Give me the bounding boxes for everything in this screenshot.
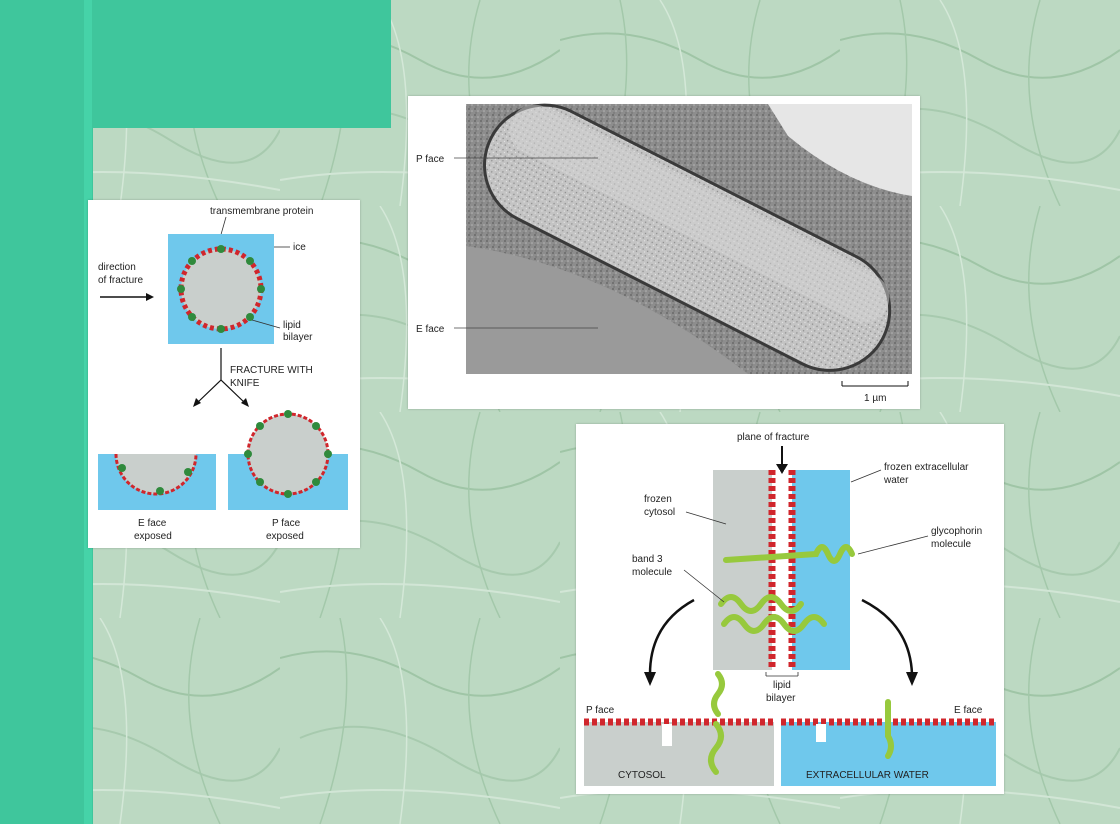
- label-glycophorin-2: molecule: [931, 539, 971, 550]
- frozen-cytosol-block: [713, 470, 772, 670]
- arrow-left-curve: [648, 598, 695, 675]
- accent-bar-left: [0, 0, 93, 824]
- label-scale-bar: 1 µm: [864, 393, 886, 404]
- label-lipid-bilayer-2: bilayer: [766, 693, 796, 704]
- label-ice: ice: [293, 242, 306, 253]
- membrane-proteins: [177, 245, 265, 333]
- freeze-fracture-micrograph: P face E face 1 µm: [416, 103, 912, 404]
- e-face-membrane: [114, 453, 198, 496]
- label-band3-1: band 3: [632, 554, 663, 565]
- cytosol-slab: [584, 722, 774, 786]
- label-p-face-2: exposed: [266, 531, 304, 542]
- label-fracture-2: KNIFE: [230, 378, 260, 389]
- label-e-face-1: E face: [138, 518, 167, 529]
- glycophorin-molecule: [723, 544, 855, 564]
- label-p-face: P face: [416, 154, 445, 165]
- label-direction-1: direction: [98, 262, 136, 273]
- label-e-face: E face: [954, 705, 983, 716]
- label-lipid-2: bilayer: [283, 332, 313, 343]
- glycophorin-diagram-panel: plane of fracture frozen extracellular w…: [576, 424, 1004, 794]
- accent-block-top: [93, 0, 391, 128]
- label-band3-2: molecule: [632, 567, 672, 578]
- label-frozen-cytosol-1: frozen: [644, 494, 672, 505]
- micrograph-panel: P face E face 1 µm: [408, 96, 920, 409]
- label-lipid-bilayer-1: lipid: [773, 680, 791, 691]
- label-direction-2: of fracture: [98, 275, 143, 286]
- label-extracellular-water: EXTRACELLULAR WATER: [806, 770, 929, 781]
- label-e-face: E face: [416, 324, 445, 335]
- fracture-diagram: transmembrane protein ice direction of f…: [98, 206, 348, 542]
- glycophorin-diagram: plane of fracture frozen extracellular w…: [584, 432, 996, 786]
- label-plane-of-fracture: plane of fracture: [737, 432, 810, 443]
- label-lipid-1: lipid: [283, 320, 301, 331]
- label-frozen-extracellular-2: water: [883, 475, 909, 486]
- label-e-face-2: exposed: [134, 531, 172, 542]
- label-glycophorin-1: glycophorin: [931, 526, 982, 537]
- label-frozen-cytosol-2: cytosol: [644, 507, 675, 518]
- band3-molecule: [718, 594, 827, 634]
- label-p-face: P face: [586, 705, 615, 716]
- fracture-diagram-panel: transmembrane protein ice direction of f…: [88, 200, 360, 548]
- label-frozen-extracellular-1: frozen extracellular: [884, 462, 969, 473]
- lipid-bilayer: [768, 470, 796, 670]
- label-p-face-1: P face: [272, 518, 301, 529]
- arrow-right-curve: [861, 598, 914, 675]
- cell-p-face-shape: [483, 103, 892, 372]
- label-cytosol: CYTOSOL: [618, 770, 666, 781]
- label-fracture-1: FRACTURE WITH: [230, 365, 313, 376]
- label-transmembrane-protein: transmembrane protein: [210, 206, 313, 217]
- frozen-water-block: [792, 470, 850, 670]
